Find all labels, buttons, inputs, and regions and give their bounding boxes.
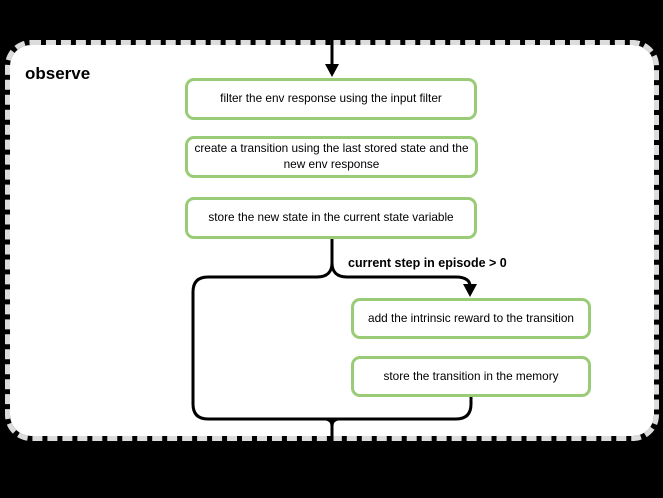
node-store-new-state: store the new state in the current state… bbox=[185, 197, 477, 239]
node-store-transition-memory: store the transition in the memory bbox=[351, 356, 591, 397]
node-filter-env-response: filter the env response using the input … bbox=[185, 78, 477, 120]
group-title: observe bbox=[25, 64, 91, 83]
node-add-intrinsic-reward: add the intrinsic reward to the transiti… bbox=[351, 298, 591, 339]
node-create-transition: create a transition using the last store… bbox=[185, 136, 478, 178]
condition-label: current step in episode > 0 bbox=[348, 256, 507, 270]
